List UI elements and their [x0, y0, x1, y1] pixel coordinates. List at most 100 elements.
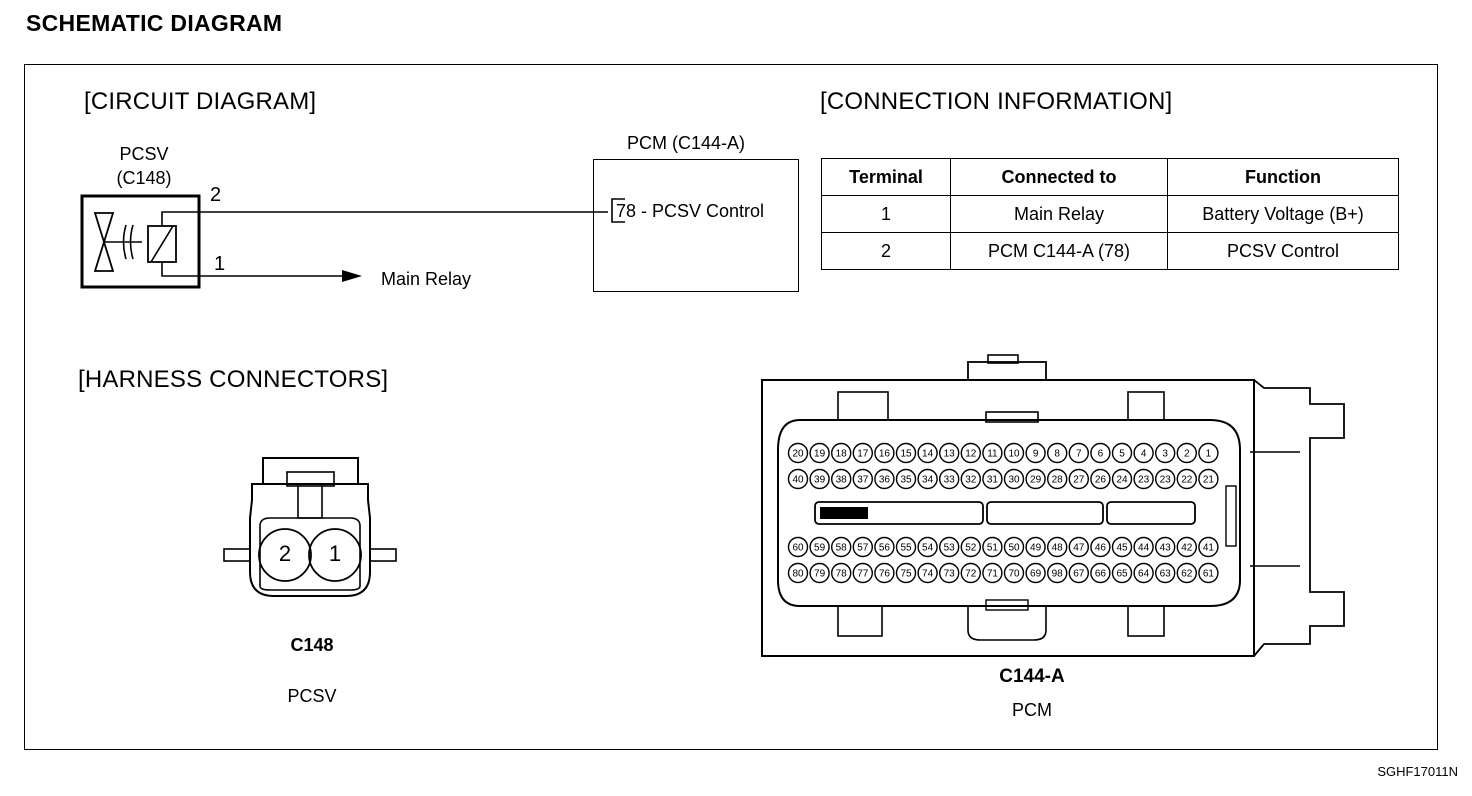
- c144a-pin-label: 54: [922, 543, 934, 554]
- c144a-pin-label: 55: [900, 543, 912, 554]
- pcsv-label: PCSV: [119, 144, 169, 164]
- c144a-pin: [1133, 562, 1154, 584]
- pin2-wire: [161, 211, 608, 226]
- c144a-pin-label: 49: [1030, 543, 1042, 554]
- c144a-pin-label: 53: [944, 543, 956, 554]
- c144a-pin-label: 14: [922, 449, 934, 460]
- c144a-pin-label: 39: [814, 475, 826, 486]
- pin-1-label: 1: [214, 253, 226, 275]
- c144a-pin: [787, 468, 809, 490]
- c144a-pin-label: 15: [900, 449, 912, 460]
- c144a-pin: [1198, 562, 1219, 584]
- c144a-pin-label: 7: [1076, 449, 1082, 460]
- c144a-pin: [809, 468, 830, 490]
- c144a-pin-label: 38: [836, 475, 848, 486]
- c144a-pin: [809, 442, 830, 464]
- c144a-pin: [1090, 468, 1111, 490]
- c144a-pin-label: 48: [1052, 543, 1064, 554]
- c144a-pin-label: 47: [1073, 543, 1085, 554]
- c144a-pin: [1046, 562, 1068, 584]
- c144a-pin: [1003, 442, 1025, 464]
- c144a-pin: [1111, 442, 1133, 464]
- c144a-pin-label: 33: [944, 475, 956, 486]
- pcm-label: PCM (C144-A): [627, 133, 746, 153]
- c144a-pin-label: 70: [1008, 569, 1020, 580]
- c144a-pin-label: 57: [857, 543, 869, 554]
- c144a-pin: [1003, 468, 1025, 490]
- cell-function: Battery Voltage (B+): [1167, 195, 1399, 233]
- c144a-pin-label: 64: [1138, 569, 1150, 580]
- c144a-pin: [917, 468, 938, 490]
- cell-terminal: 1: [821, 195, 951, 233]
- c144a-pin: [1025, 442, 1046, 464]
- c144a-pin-label: 58: [836, 543, 848, 554]
- c144a-pin-label: 72: [965, 569, 977, 580]
- c144a-pin-label: 5: [1119, 449, 1125, 460]
- c144a-pin-label: 78: [836, 569, 848, 580]
- header-terminal: Terminal: [821, 158, 951, 196]
- c144a-pin-label: 21: [1203, 475, 1215, 486]
- valve-symbol: [93, 212, 115, 272]
- c144a-pin: [1133, 536, 1154, 558]
- c144a-pin: [1068, 468, 1090, 490]
- c144a-pin: [852, 536, 873, 558]
- c144a-pin-label: 6: [1098, 449, 1104, 460]
- c144a-pin-label: 52: [965, 543, 977, 554]
- c144a-pin-label: 62: [1181, 569, 1193, 580]
- c144a-pin: [874, 536, 895, 558]
- c144a-pin-label: 79: [814, 569, 826, 580]
- c144a-pin: [1154, 442, 1176, 464]
- c144a-pin: [1068, 536, 1090, 558]
- c144a-pin-label: 76: [879, 569, 891, 580]
- c144a-pin: [1176, 468, 1198, 490]
- c144a-pin-label: 46: [1095, 543, 1107, 554]
- c144a-pin: [939, 536, 960, 558]
- figure-code: SGHF17011N: [1377, 764, 1458, 779]
- c144a-pin: [809, 562, 830, 584]
- c144a-pin-label: 37: [857, 475, 869, 486]
- c144a-pin: [960, 468, 981, 490]
- c144a-pin-label: 43: [1160, 543, 1172, 554]
- c144a-pin-label: 2: [1184, 449, 1190, 460]
- c144a-pin-label: 29: [1030, 475, 1042, 486]
- c144a-pin-label: 41: [1203, 543, 1215, 554]
- c144a-pin: [1111, 562, 1133, 584]
- c148-pin-1-label: 1: [328, 541, 342, 566]
- c144a-pin: [960, 442, 981, 464]
- cell-function: PCSV Control: [1167, 232, 1399, 270]
- c144a-pin-label: 35: [900, 475, 912, 486]
- c144a-pin: [1198, 468, 1219, 490]
- c144a-pin: [1025, 536, 1046, 558]
- c144a-pin-label: 17: [857, 449, 869, 460]
- c144a-name: C144-A: [999, 666, 1065, 687]
- c144a-pin: [1176, 536, 1198, 558]
- c148-pin-1: [308, 528, 362, 582]
- page-title: SCHEMATIC DIAGRAM: [26, 10, 283, 36]
- c144a-pin-label: 59: [814, 543, 826, 554]
- main-relay-label: Main Relay: [381, 269, 472, 289]
- c144a-pin: [1025, 562, 1046, 584]
- c148-name: C148: [290, 635, 334, 655]
- pcm-box: [593, 159, 799, 292]
- c144a-pin: [1111, 468, 1133, 490]
- c144a-pin-label: 23: [1138, 475, 1150, 486]
- c144a-pin: [831, 536, 852, 558]
- c144a-pin: [960, 562, 981, 584]
- c144a-pin: [831, 442, 852, 464]
- c144a-pin-label: 32: [965, 475, 977, 486]
- c144a-pin: [831, 468, 852, 490]
- c144a-pin-label: 10: [1008, 449, 1020, 460]
- c144a-pin: [809, 536, 830, 558]
- c144a-pin-label: 8: [1054, 449, 1060, 460]
- table-header-row: Terminal Connected to Function: [821, 158, 1399, 196]
- c144a-pin: [787, 536, 809, 558]
- connection-table: Terminal Connected to Function 1 Main Re…: [821, 158, 1399, 270]
- c144a-pin-label: 73: [944, 569, 956, 580]
- c144a-pin-label: 75: [900, 569, 912, 580]
- c144a-pin-label: 77: [857, 569, 869, 580]
- c144a-pin: [1025, 468, 1046, 490]
- c144a-pin-label: 18: [836, 449, 848, 460]
- c144a-pin: [1154, 468, 1176, 490]
- c144a-pin-label: 66: [1095, 569, 1107, 580]
